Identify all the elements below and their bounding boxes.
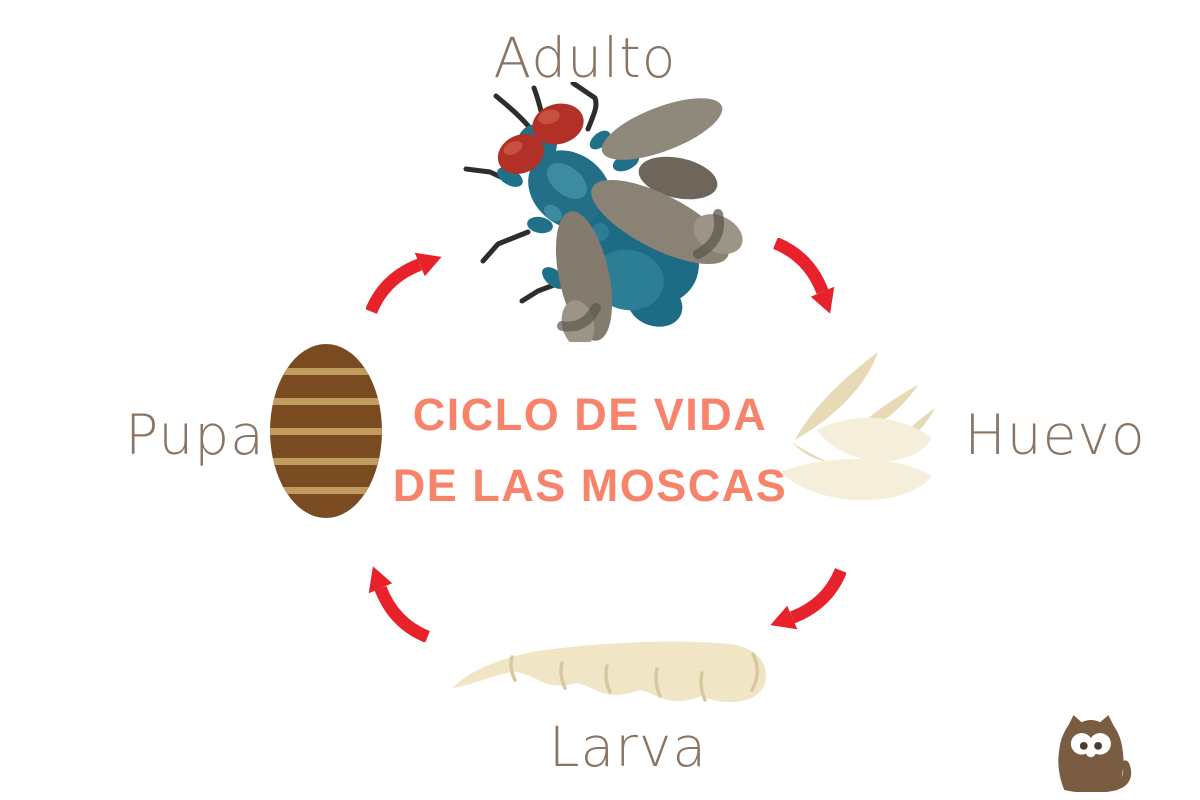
cycle-title-line1: CICLO DE VIDA bbox=[412, 389, 768, 440]
cycle-arrow-icon-pupa-to-adult bbox=[366, 252, 442, 315]
larva-icon bbox=[452, 641, 767, 703]
eggs-icon bbox=[780, 352, 935, 501]
cycle-title: CICLO DE VIDA DE LAS MOSCAS bbox=[340, 379, 840, 521]
stage-label-huevo: Huevo bbox=[964, 403, 1146, 467]
cycle-title-line2: DE LAS MOSCAS bbox=[392, 460, 788, 511]
cycle-arrow-icon-egg-to-larva bbox=[770, 567, 846, 630]
stage-label-pupa: Pupa bbox=[125, 403, 265, 467]
stage-label-larva: Larva bbox=[548, 715, 708, 779]
fly-adult-icon bbox=[463, 82, 743, 342]
cycle-arrow-icon-adult-to-egg bbox=[772, 238, 835, 314]
pupa-icon bbox=[270, 344, 382, 518]
cycle-arrow-icon-larva-to-pupa bbox=[368, 566, 431, 642]
stage-label-adulto: Adulto bbox=[493, 26, 677, 90]
cat-logo-icon bbox=[1058, 715, 1132, 792]
